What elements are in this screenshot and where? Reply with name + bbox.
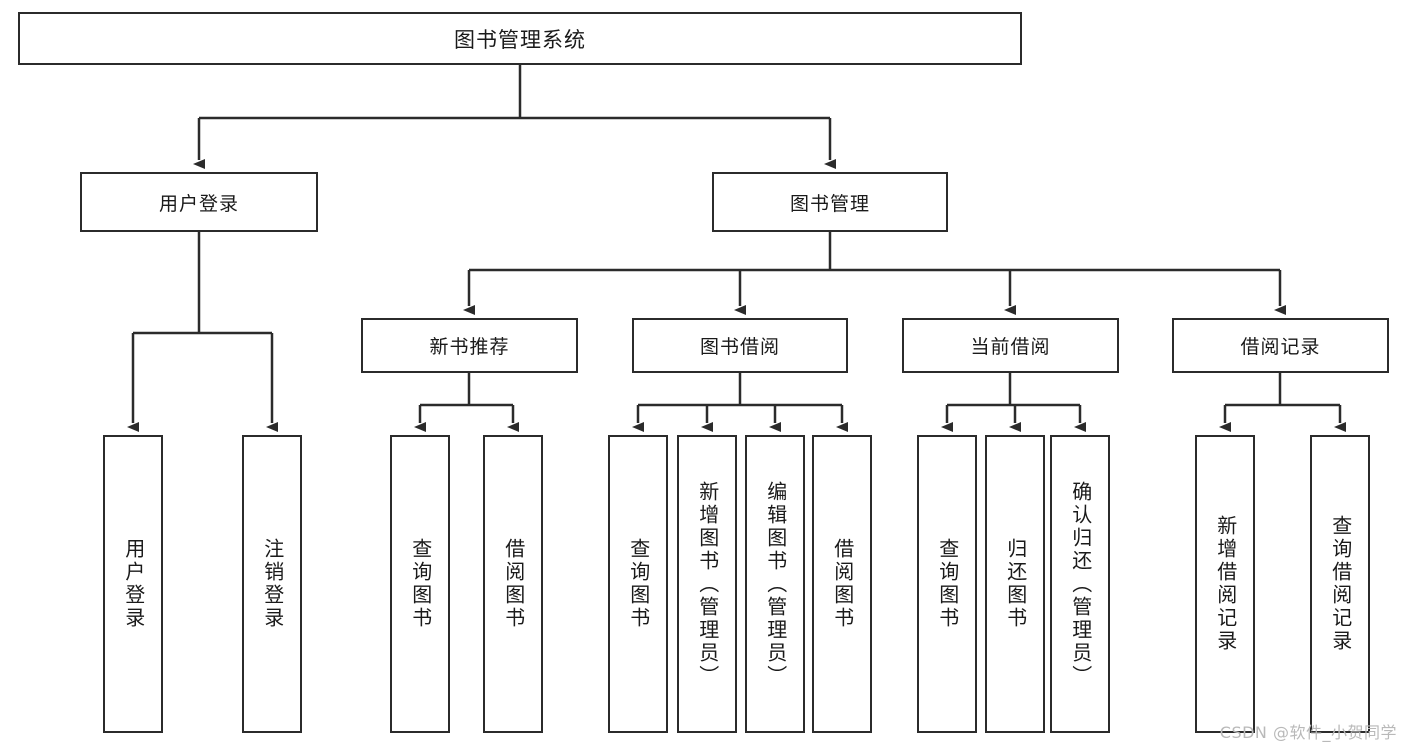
node-leaf-confirm-return-admin[interactable]: 确认归还（管理员） [1050, 435, 1110, 733]
node-leaf-query-book-1-label: 查询图书 [408, 538, 433, 630]
node-leaf-query-book-1[interactable]: 查询图书 [390, 435, 450, 733]
node-leaf-logout-login-label: 注销登录 [260, 538, 285, 630]
node-leaf-query-borrow-record-label: 查询借阅记录 [1328, 515, 1353, 653]
node-leaf-return-book[interactable]: 归还图书 [985, 435, 1045, 733]
node-borrow-record[interactable]: 借阅记录 [1172, 318, 1389, 373]
node-book-manage[interactable]: 图书管理 [712, 172, 948, 232]
node-leaf-query-borrow-record[interactable]: 查询借阅记录 [1310, 435, 1370, 733]
node-leaf-query-book-2-label: 查询图书 [626, 538, 651, 630]
node-leaf-return-book-label: 归还图书 [1003, 538, 1028, 630]
node-leaf-borrow-book-2-label: 借阅图书 [830, 538, 855, 630]
node-leaf-edit-book-admin-label: 编辑图书（管理员） [763, 480, 788, 688]
node-user-login[interactable]: 用户登录 [80, 172, 318, 232]
node-leaf-query-book-3-label: 查询图书 [935, 538, 960, 630]
node-leaf-query-book-2[interactable]: 查询图书 [608, 435, 668, 733]
node-new-book-recommend-label: 新书推荐 [429, 336, 510, 358]
node-leaf-logout-login[interactable]: 注销登录 [242, 435, 302, 733]
node-leaf-add-book-admin[interactable]: 新增图书（管理员） [677, 435, 737, 733]
node-root[interactable]: 图书管理系统 [18, 12, 1022, 65]
node-leaf-borrow-book-1-label: 借阅图书 [501, 538, 526, 630]
node-book-manage-label: 图书管理 [789, 192, 870, 215]
node-book-borrow[interactable]: 图书借阅 [632, 318, 848, 373]
node-leaf-borrow-book-1[interactable]: 借阅图书 [483, 435, 543, 733]
node-borrow-record-label: 借阅记录 [1240, 336, 1321, 358]
node-root-label: 图书管理系统 [454, 27, 586, 52]
node-leaf-add-borrow-record[interactable]: 新增借阅记录 [1195, 435, 1255, 733]
node-new-book-recommend[interactable]: 新书推荐 [361, 318, 578, 373]
node-leaf-user-login[interactable]: 用户登录 [103, 435, 163, 733]
node-user-login-label: 用户登录 [158, 192, 239, 215]
node-leaf-add-borrow-record-label: 新增借阅记录 [1213, 515, 1238, 653]
node-leaf-add-book-admin-label: 新增图书（管理员） [695, 480, 720, 688]
node-leaf-user-login-label: 用户登录 [121, 538, 146, 630]
node-book-borrow-label: 图书借阅 [699, 336, 780, 358]
watermark: CSDN @软件_小贺同学 [1219, 723, 1397, 742]
node-leaf-borrow-book-2[interactable]: 借阅图书 [812, 435, 872, 733]
node-leaf-edit-book-admin[interactable]: 编辑图书（管理员） [745, 435, 805, 733]
node-leaf-query-book-3[interactable]: 查询图书 [917, 435, 977, 733]
node-leaf-confirm-return-admin-label: 确认归还（管理员） [1068, 480, 1093, 688]
node-current-borrow[interactable]: 当前借阅 [902, 318, 1119, 373]
node-current-borrow-label: 当前借阅 [970, 336, 1051, 358]
